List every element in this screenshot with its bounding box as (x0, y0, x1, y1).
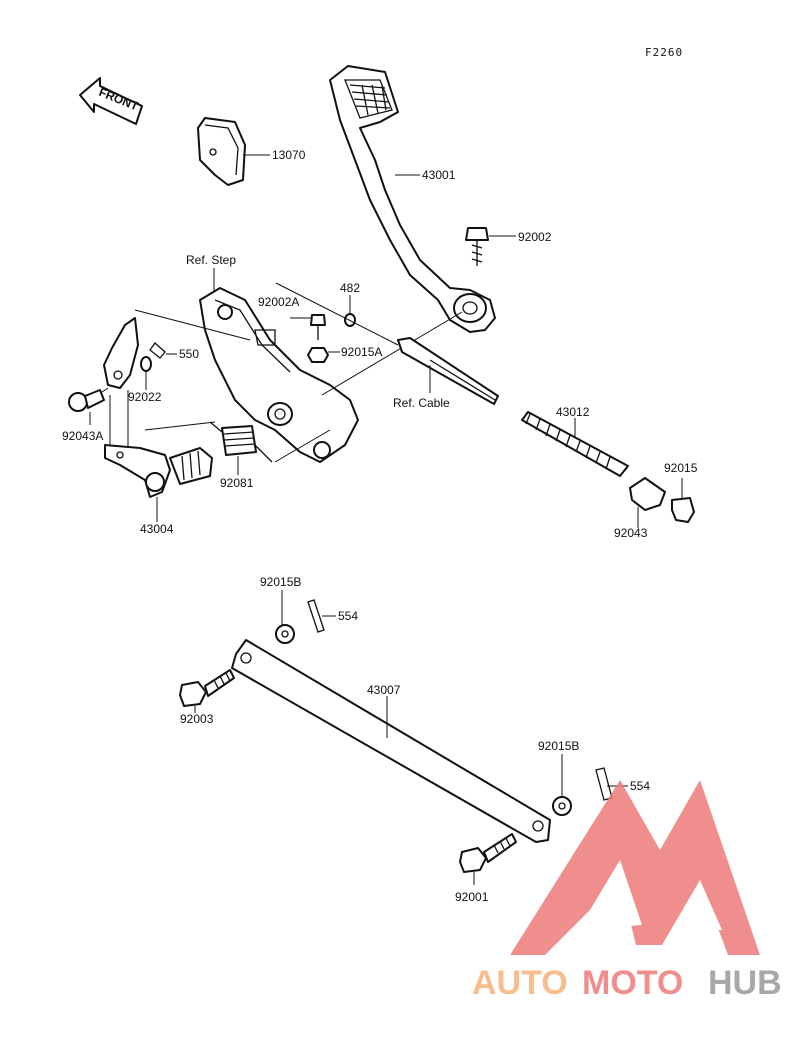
label-13070: 13070 (272, 148, 306, 162)
diagram-code: F2260 (645, 46, 683, 59)
brake-pedal-43001 (329, 65, 496, 333)
rod-43007 (231, 639, 551, 843)
label-550: 550 (179, 347, 199, 361)
nut-92015B-top (275, 590, 295, 644)
label-43012: 43012 (556, 405, 590, 419)
label-43001: 43001 (422, 168, 456, 182)
pin-92043A (68, 387, 109, 425)
nut-92015A (307, 347, 340, 363)
watermark-text-hub: HUB (708, 964, 782, 1002)
label-554-top: 554 (338, 609, 358, 623)
label-ref-step: Ref. Step (186, 253, 236, 267)
watermark-text-moto: MOTO (582, 964, 683, 1002)
label-92002: 92002 (518, 230, 552, 244)
brake-cable (397, 337, 499, 405)
label-92015A: 92015A (341, 345, 382, 359)
clip-482 (344, 295, 356, 327)
bolt-92003 (179, 669, 235, 713)
spring-43012 (521, 411, 629, 477)
spring-92081 (209, 421, 273, 475)
watermark-text-auto: AUTO (472, 964, 568, 1002)
nut-92015 (671, 478, 695, 523)
nut-92015B-bottom (552, 754, 572, 816)
bolt-92002A (290, 314, 326, 340)
label-ref-cable: Ref. Cable (393, 396, 450, 410)
watermark-logo: AUTO MOTO HUB (472, 780, 782, 1002)
label-92015B-top: 92015B (260, 575, 301, 589)
label-92043: 92043 (614, 526, 648, 540)
label-92022: 92022 (128, 390, 162, 404)
label-92081: 92081 (220, 476, 254, 490)
label-92001: 92001 (455, 890, 489, 904)
label-482: 482 (340, 281, 360, 295)
label-554-bottom: 554 (630, 779, 650, 793)
bolt-92002 (465, 227, 516, 266)
lever-43004 (103, 317, 213, 522)
label-92003: 92003 (180, 712, 214, 726)
label-92043A: 92043A (62, 429, 103, 443)
bolt-92001 (459, 833, 517, 885)
bracket-13070 (197, 117, 270, 186)
label-92015B-bottom: 92015B (538, 739, 579, 753)
label-43007: 43007 (367, 683, 401, 697)
cotter-pin-550 (149, 342, 177, 359)
label-92002A: 92002A (258, 295, 299, 309)
cotter-pin-554-top (307, 599, 336, 633)
front-arrow-icon: FRONT (79, 77, 143, 125)
label-92015: 92015 (664, 461, 698, 475)
washer-92022 (140, 356, 152, 390)
pin-92043 (629, 477, 666, 528)
step-bracket (199, 287, 359, 463)
label-43004: 43004 (140, 522, 174, 536)
